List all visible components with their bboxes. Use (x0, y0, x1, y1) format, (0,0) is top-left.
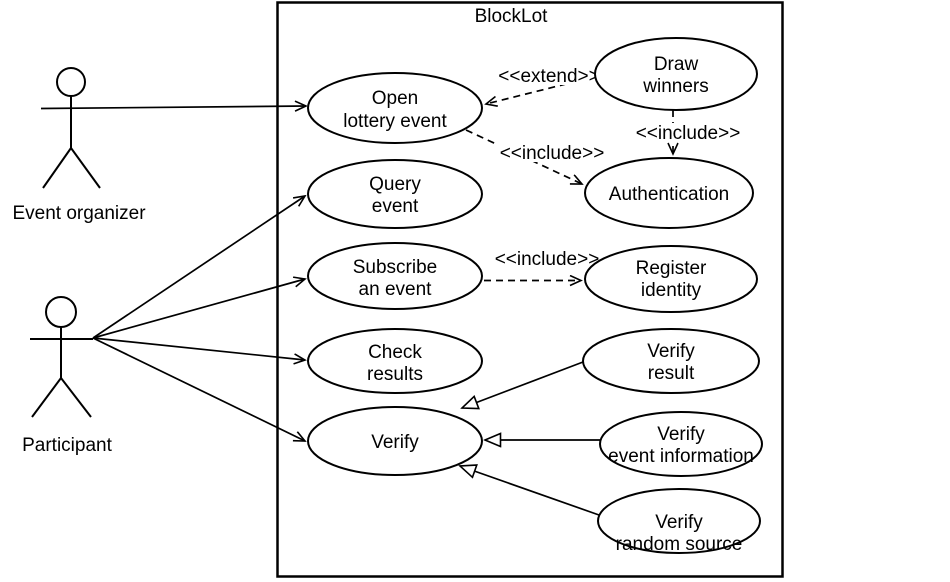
use-case-verify-result-label-line2: result (648, 363, 695, 384)
use-case-open-lottery-event (307, 72, 483, 144)
actor-event-organizer-label: Event organizer (12, 203, 146, 224)
use-case-query-event-label-line2: event (372, 196, 419, 217)
label-backing (632, 123, 745, 142)
use-case-verify (307, 406, 483, 476)
system-title: BlockLot (475, 6, 549, 27)
actor-event-organizer (42, 67, 101, 189)
use-case-authentication (584, 157, 754, 229)
assoc-participant-query-event (92, 196, 305, 339)
assoc-participant-verify (92, 337, 305, 441)
use-case-open-lottery-event-label-line2: lottery event (343, 111, 447, 132)
use-case-verify-event-information-label-line1: Verify (657, 424, 705, 445)
use-case-verify-event-information (599, 411, 763, 477)
use-case-authentication-label: Authentication (609, 184, 729, 205)
use-case-register-identity (584, 245, 758, 313)
label-backing (491, 249, 604, 268)
use-case-verify-result-label-line1: Verify (647, 341, 695, 362)
extend-label: <<extend>> (498, 66, 599, 87)
label-backing (494, 66, 605, 85)
actor-participant (30, 296, 93, 418)
use-case-query-event-label-line1: Query (369, 174, 421, 195)
assoc-organizer-open-lottery-event (40, 106, 306, 109)
use-case-register-identity-label-line1: Register (636, 258, 707, 279)
assoc-participant-subscribe-an-event (92, 279, 305, 339)
include-label-open-auth: <<include>> (500, 143, 605, 164)
use-case-verify-random-source-label-line2: random source (616, 534, 743, 555)
include-label-subscribe-register: <<include>> (495, 249, 600, 270)
label-backing (496, 143, 609, 162)
actor-leg-right (60, 377, 92, 418)
use-case-check-results (307, 328, 483, 394)
use-case-subscribe-an-event (307, 242, 483, 310)
use-case-draw-winners-label-line1: Draw (654, 54, 699, 75)
use-case-query-event (307, 159, 483, 229)
generalization-verify-result-to-verify (462, 361, 584, 408)
actor-leg-right (70, 147, 101, 189)
use-case-check-results-label-line1: Check (368, 342, 422, 363)
use-case-verify-random-source (597, 488, 761, 554)
actor-participant-label: Participant (22, 435, 112, 456)
use-case-verify-result (582, 328, 760, 394)
use-case-verify-event-information-label-line2: event information (608, 446, 754, 467)
use-case-check-results-label-line2: results (367, 364, 423, 385)
actor-head (45, 296, 77, 328)
use-case-open-lottery-event-label-line1: Open (372, 88, 418, 109)
actor-head (56, 67, 86, 97)
actor-leg-left (42, 147, 72, 189)
generalization-verify-random-source-to-verify (460, 466, 600, 516)
use-case-draw-winners (594, 37, 758, 111)
use-case-subscribe-an-event-label-line2: an event (359, 279, 433, 300)
use-case-verify-random-source-label-line1: Verify (655, 512, 703, 533)
use-case-register-identity-label-line2: identity (641, 280, 702, 301)
use-case-draw-winners-label-line2: winners (642, 76, 708, 97)
assoc-participant-check-results (92, 337, 305, 360)
use-case-subscribe-an-event-label-line1: Subscribe (353, 257, 438, 278)
actor-leg-left (31, 377, 62, 418)
use-case-verify-label: Verify (371, 432, 419, 453)
include-label-draw-auth: <<include>> (636, 123, 741, 144)
